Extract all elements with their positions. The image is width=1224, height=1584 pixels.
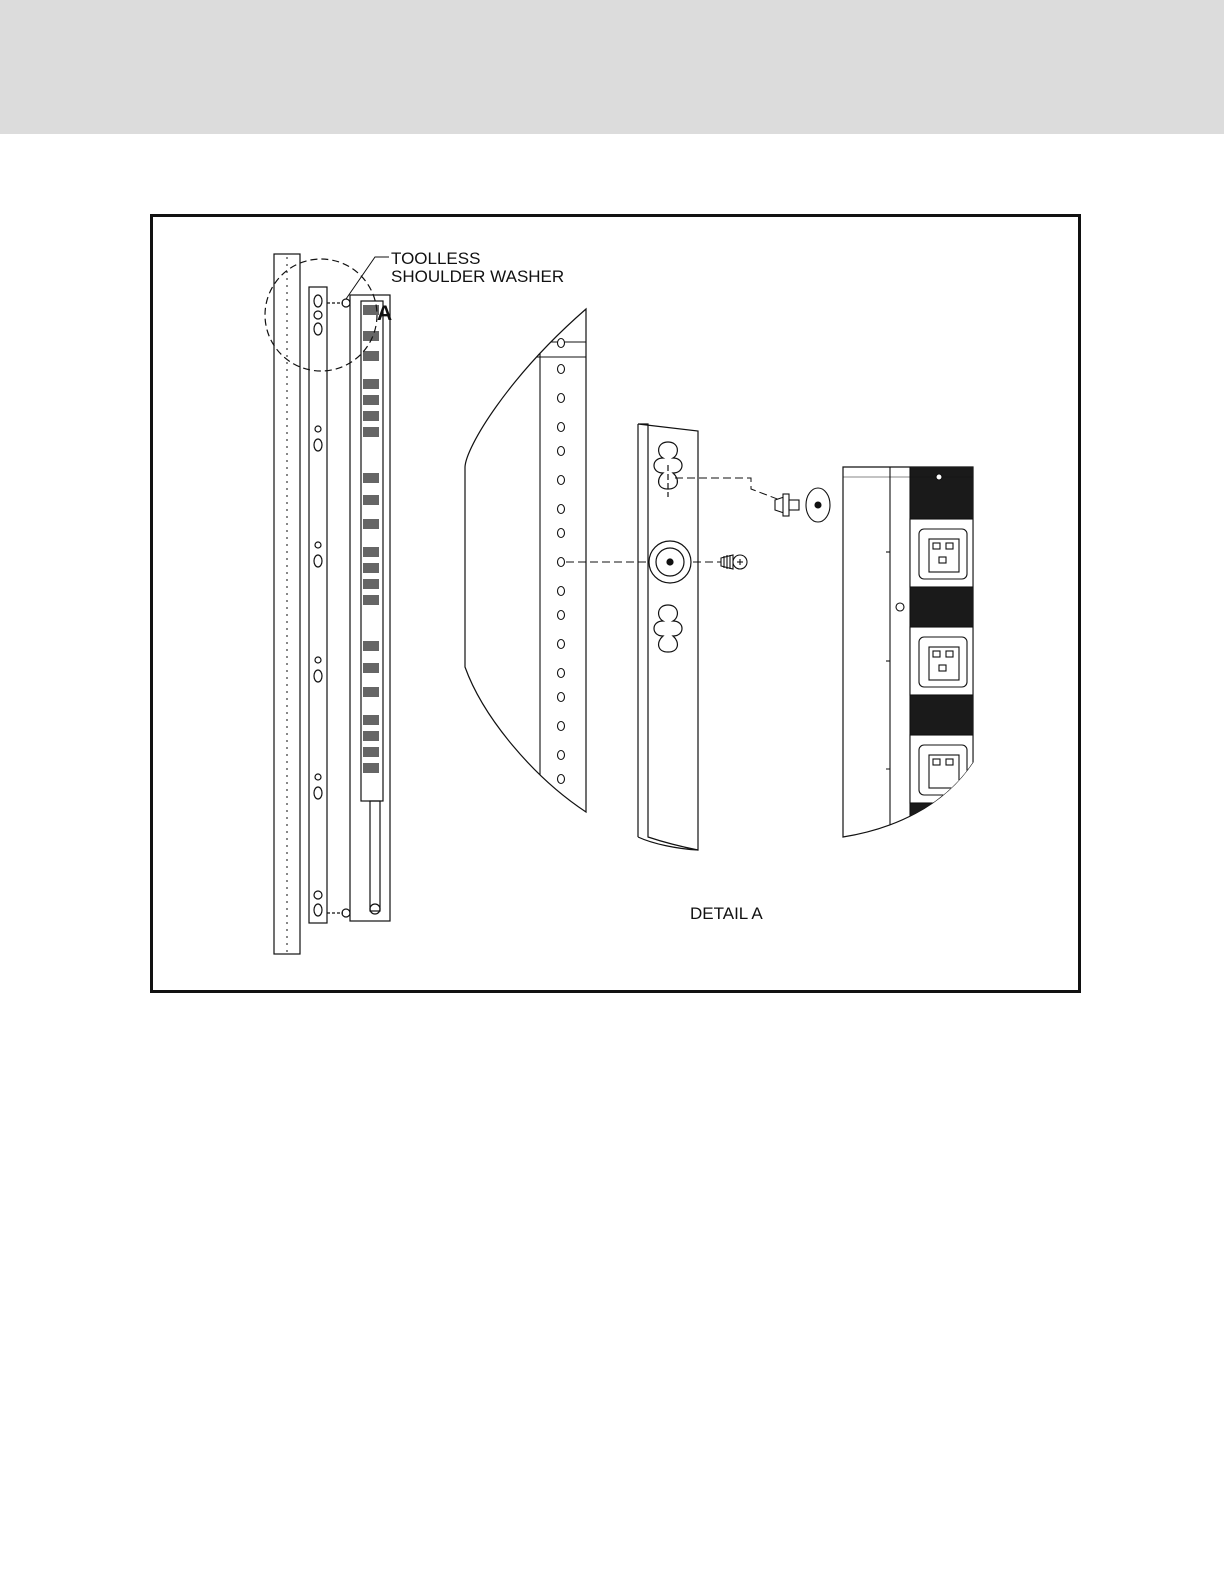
detail-bracket	[638, 424, 698, 850]
header-band	[0, 0, 1224, 134]
callout-label-line1: TOOLLESS	[391, 249, 480, 268]
detail-caption: DETAIL A	[690, 904, 763, 923]
figure-frame: TOOLLESS SHOULDER WASHER A	[150, 214, 1081, 993]
detail-rack-rail	[465, 309, 586, 817]
pdu-unit	[350, 295, 390, 921]
mounting-bracket	[309, 287, 350, 923]
detail-pdu	[843, 467, 973, 847]
detail-circle	[265, 259, 377, 371]
callout-leader	[346, 257, 389, 299]
installation-diagram: TOOLLESS SHOULDER WASHER A	[153, 217, 1078, 990]
shoulder-washer-icon	[775, 488, 830, 522]
screw-icon	[721, 555, 747, 569]
detail-marker: A	[377, 302, 392, 325]
callout-label-line2: SHOULDER WASHER	[391, 267, 564, 286]
